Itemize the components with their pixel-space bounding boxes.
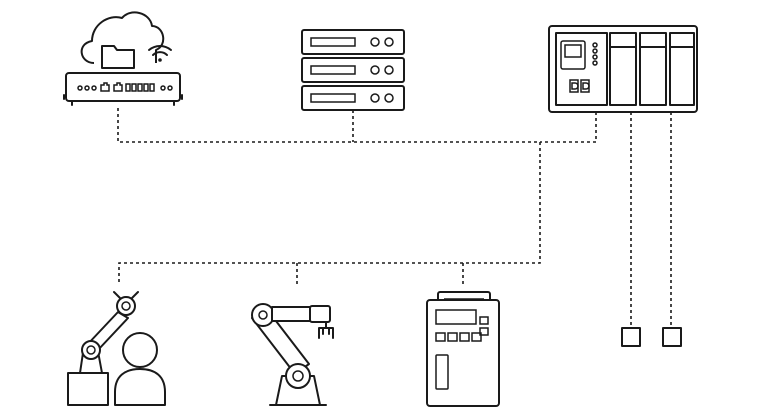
link-cloud-to-bus xyxy=(117,108,540,143)
io-device-1-icon xyxy=(621,327,641,347)
io-device-2-icon xyxy=(662,327,682,347)
connection-lines xyxy=(117,108,672,326)
link-plc-to-bus xyxy=(540,112,597,143)
link-bus-to-field xyxy=(118,142,541,285)
cloud-router-icon xyxy=(63,11,183,106)
server-rack-icon xyxy=(301,29,405,111)
cobot-with-operator-icon xyxy=(67,291,166,406)
robot-arm-icon xyxy=(251,303,334,406)
plc-icon xyxy=(548,25,698,113)
drive-controller-icon xyxy=(426,291,500,407)
